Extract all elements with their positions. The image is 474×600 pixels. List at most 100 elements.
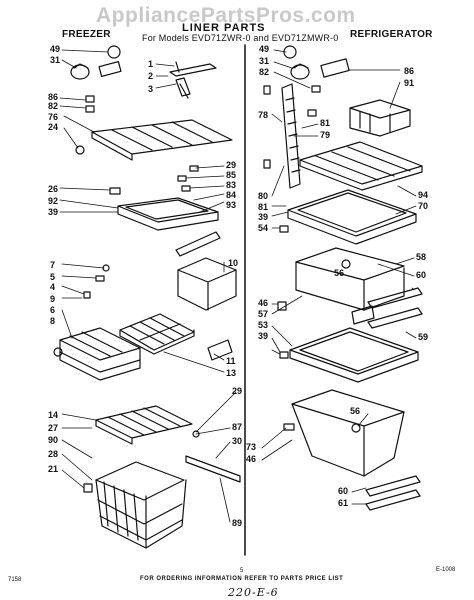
crisper-glass-cover [289, 327, 419, 383]
callout-84: 84 [226, 190, 237, 200]
callout-4: 4 [50, 282, 56, 292]
basket-slide-rail [185, 455, 241, 483]
callout-9: 9 [50, 294, 56, 304]
refrigerator-glass-shelf [287, 189, 417, 245]
callout-6: 6 [50, 305, 56, 315]
callout-85: 85 [226, 170, 237, 180]
callout-2: 2 [148, 71, 154, 81]
ordering-note: FOR ORDERING INFORMATION REFER TO PARTS … [140, 576, 344, 582]
callout-76: 76 [48, 112, 59, 122]
callout-21: 21 [48, 464, 59, 474]
drawer-rail-lower-60 [365, 475, 421, 497]
callout-89: 89 [232, 518, 243, 528]
callout-3: 3 [148, 84, 154, 94]
callout-13: 13 [226, 368, 237, 378]
small-part-82 [311, 85, 321, 93]
leaders-refrigerator [261, 49, 417, 505]
callout-46-upper: 46 [258, 298, 269, 308]
rail-screw [192, 430, 200, 438]
callout-1: 1 [148, 59, 154, 69]
reference-number: E-1008 [436, 567, 456, 573]
callout-28: 28 [48, 449, 59, 459]
callout-94: 94 [418, 190, 429, 200]
callout-49-right: 49 [259, 44, 270, 54]
callout-54: 54 [258, 223, 269, 233]
callout-29b: 29 [232, 386, 243, 396]
callout-31-left: 31 [50, 55, 61, 65]
watermark: AppliancePartsPros.com [96, 4, 356, 27]
callout-81a: 81 [320, 118, 331, 128]
shelf-support-54 [279, 225, 289, 233]
diagram-title: LINER PARTS [182, 22, 266, 34]
callout-80: 80 [258, 191, 269, 201]
ice-cube-tray [119, 313, 195, 355]
handwritten-note: 220-E-6 [228, 586, 279, 599]
callout-49-left: 49 [50, 44, 61, 54]
callout-83: 83 [226, 180, 237, 190]
shelf-bracket-top [169, 61, 217, 99]
callout-11: 11 [226, 356, 236, 366]
rail-bracket [351, 305, 375, 325]
small-parts-upper-left [53, 264, 110, 357]
callout-14: 14 [48, 410, 59, 420]
callout-24: 24 [48, 122, 59, 132]
callout-81b: 81 [258, 202, 269, 212]
leaders-freezer [59, 49, 237, 523]
tray-rail [175, 231, 221, 257]
freezer-shelf-tray [117, 197, 219, 231]
page-number: 5 [240, 568, 244, 574]
callout-39-left: 39 [48, 207, 59, 217]
light-shield [320, 58, 350, 78]
drawer-rail-lower-61 [365, 489, 421, 511]
small-parts-left [75, 95, 95, 155]
callout-29a: 29 [226, 160, 237, 170]
callout-39-right-b: 39 [258, 331, 269, 341]
drawer-part-73 [283, 423, 295, 431]
section-refrigerator: REFRIGERATOR [350, 29, 433, 40]
footer-code: 7158 [8, 577, 22, 583]
freezer-bin [177, 257, 237, 311]
crisper-knob-upper [341, 259, 351, 269]
callout-92: 92 [48, 196, 59, 206]
callout-87: 87 [232, 422, 243, 432]
callout-39-right-a: 39 [258, 212, 269, 222]
callout-7: 7 [50, 260, 56, 270]
callout-27: 27 [48, 423, 59, 433]
drawer-rail-60 [367, 307, 423, 329]
callout-10: 10 [228, 258, 239, 268]
small-part-81 [307, 109, 317, 117]
callout-82-right: 82 [259, 67, 270, 77]
callout-61: 61 [338, 498, 349, 508]
callout-8: 8 [50, 316, 56, 326]
callout-82-left: 82 [48, 101, 59, 111]
crisper-drawer-lower [291, 389, 405, 477]
callout-78: 78 [258, 110, 269, 120]
cover-support-39 [279, 351, 289, 359]
callout-60-lower: 60 [338, 486, 349, 496]
diagram-subtitle: For Models EVD71ZWR-0 and EVD71ZMWR-0 [142, 33, 339, 43]
drawer-rail-58 [367, 287, 423, 309]
callout-60-upper: 60 [416, 270, 427, 280]
callout-86-left: 86 [48, 92, 59, 102]
callout-56-upper: 56 [334, 268, 345, 278]
refrigerator-wire-shelf [299, 141, 423, 191]
callout-57: 57 [258, 309, 269, 319]
callout-53: 53 [258, 320, 269, 330]
callout-70: 70 [418, 201, 429, 211]
refrigerator-top-bin [349, 99, 411, 137]
callout-86-right: 86 [404, 66, 415, 76]
callout-90: 90 [48, 435, 59, 445]
callout-79: 79 [320, 130, 331, 140]
callout-5: 5 [50, 272, 56, 282]
crisper-knob-lower [351, 423, 361, 433]
crisper-drawer-upper [295, 247, 405, 311]
shelf-clips-left [109, 165, 199, 195]
wire-shelf-upper [91, 119, 233, 161]
callout-58: 58 [416, 252, 427, 262]
section-freezer: FREEZER [62, 29, 111, 40]
basket-clip [83, 483, 93, 493]
light-bulb-right [283, 45, 310, 80]
callout-26: 26 [48, 184, 59, 194]
callout-31-right: 31 [259, 56, 270, 66]
